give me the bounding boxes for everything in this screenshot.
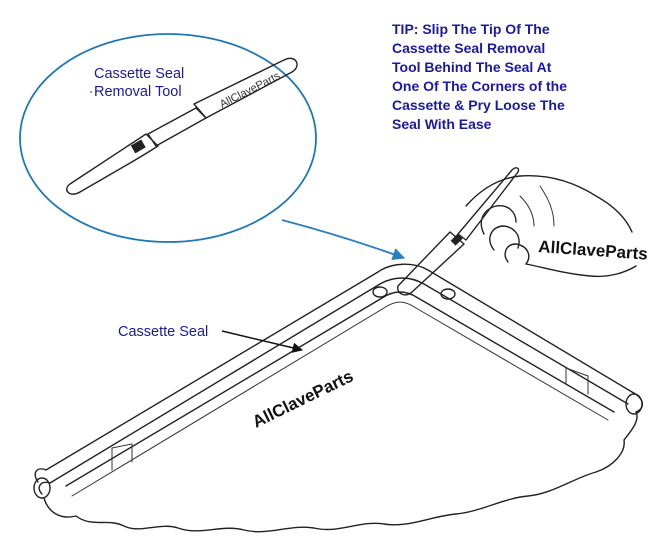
brand-text-right: AllClaveParts	[538, 237, 649, 264]
side-tab-left	[111, 443, 133, 471]
callout-arrow	[281, 219, 406, 261]
tip-line-2: Cassette Seal Removal	[392, 40, 545, 56]
callout-ellipse	[19, 33, 317, 243]
brand-text-center: AllClaveParts	[249, 366, 356, 431]
tip-line-1: TIP: Slip The Tip Of The	[392, 21, 550, 37]
corner-post-right	[440, 288, 456, 300]
side-tab-right	[565, 367, 589, 395]
tip-line-6: Seal With Ease	[392, 116, 492, 132]
tip-line-4: One Of The Corners of the	[392, 78, 567, 94]
cassette-seal-label: Cassette Seal	[118, 324, 208, 340]
hand-illustration	[465, 174, 637, 278]
tip-line-3: Tool Behind The Seal At	[392, 59, 552, 75]
tip-text-block: TIP: Slip The Tip Of The Cassette Seal R…	[392, 21, 567, 132]
corner-post-left	[372, 286, 388, 298]
seal-pointer-arrow	[221, 330, 304, 353]
tip-line-5: Cassette & Pry Loose The	[392, 97, 565, 113]
rim-end-left	[33, 477, 51, 499]
tool-label-line2: Removal Tool	[94, 84, 182, 100]
tool-label-line1: Cassette Seal	[94, 66, 184, 82]
rim-end-right	[625, 393, 643, 415]
removal-tool-in-hand	[397, 167, 520, 296]
cassette-tray	[33, 263, 643, 533]
